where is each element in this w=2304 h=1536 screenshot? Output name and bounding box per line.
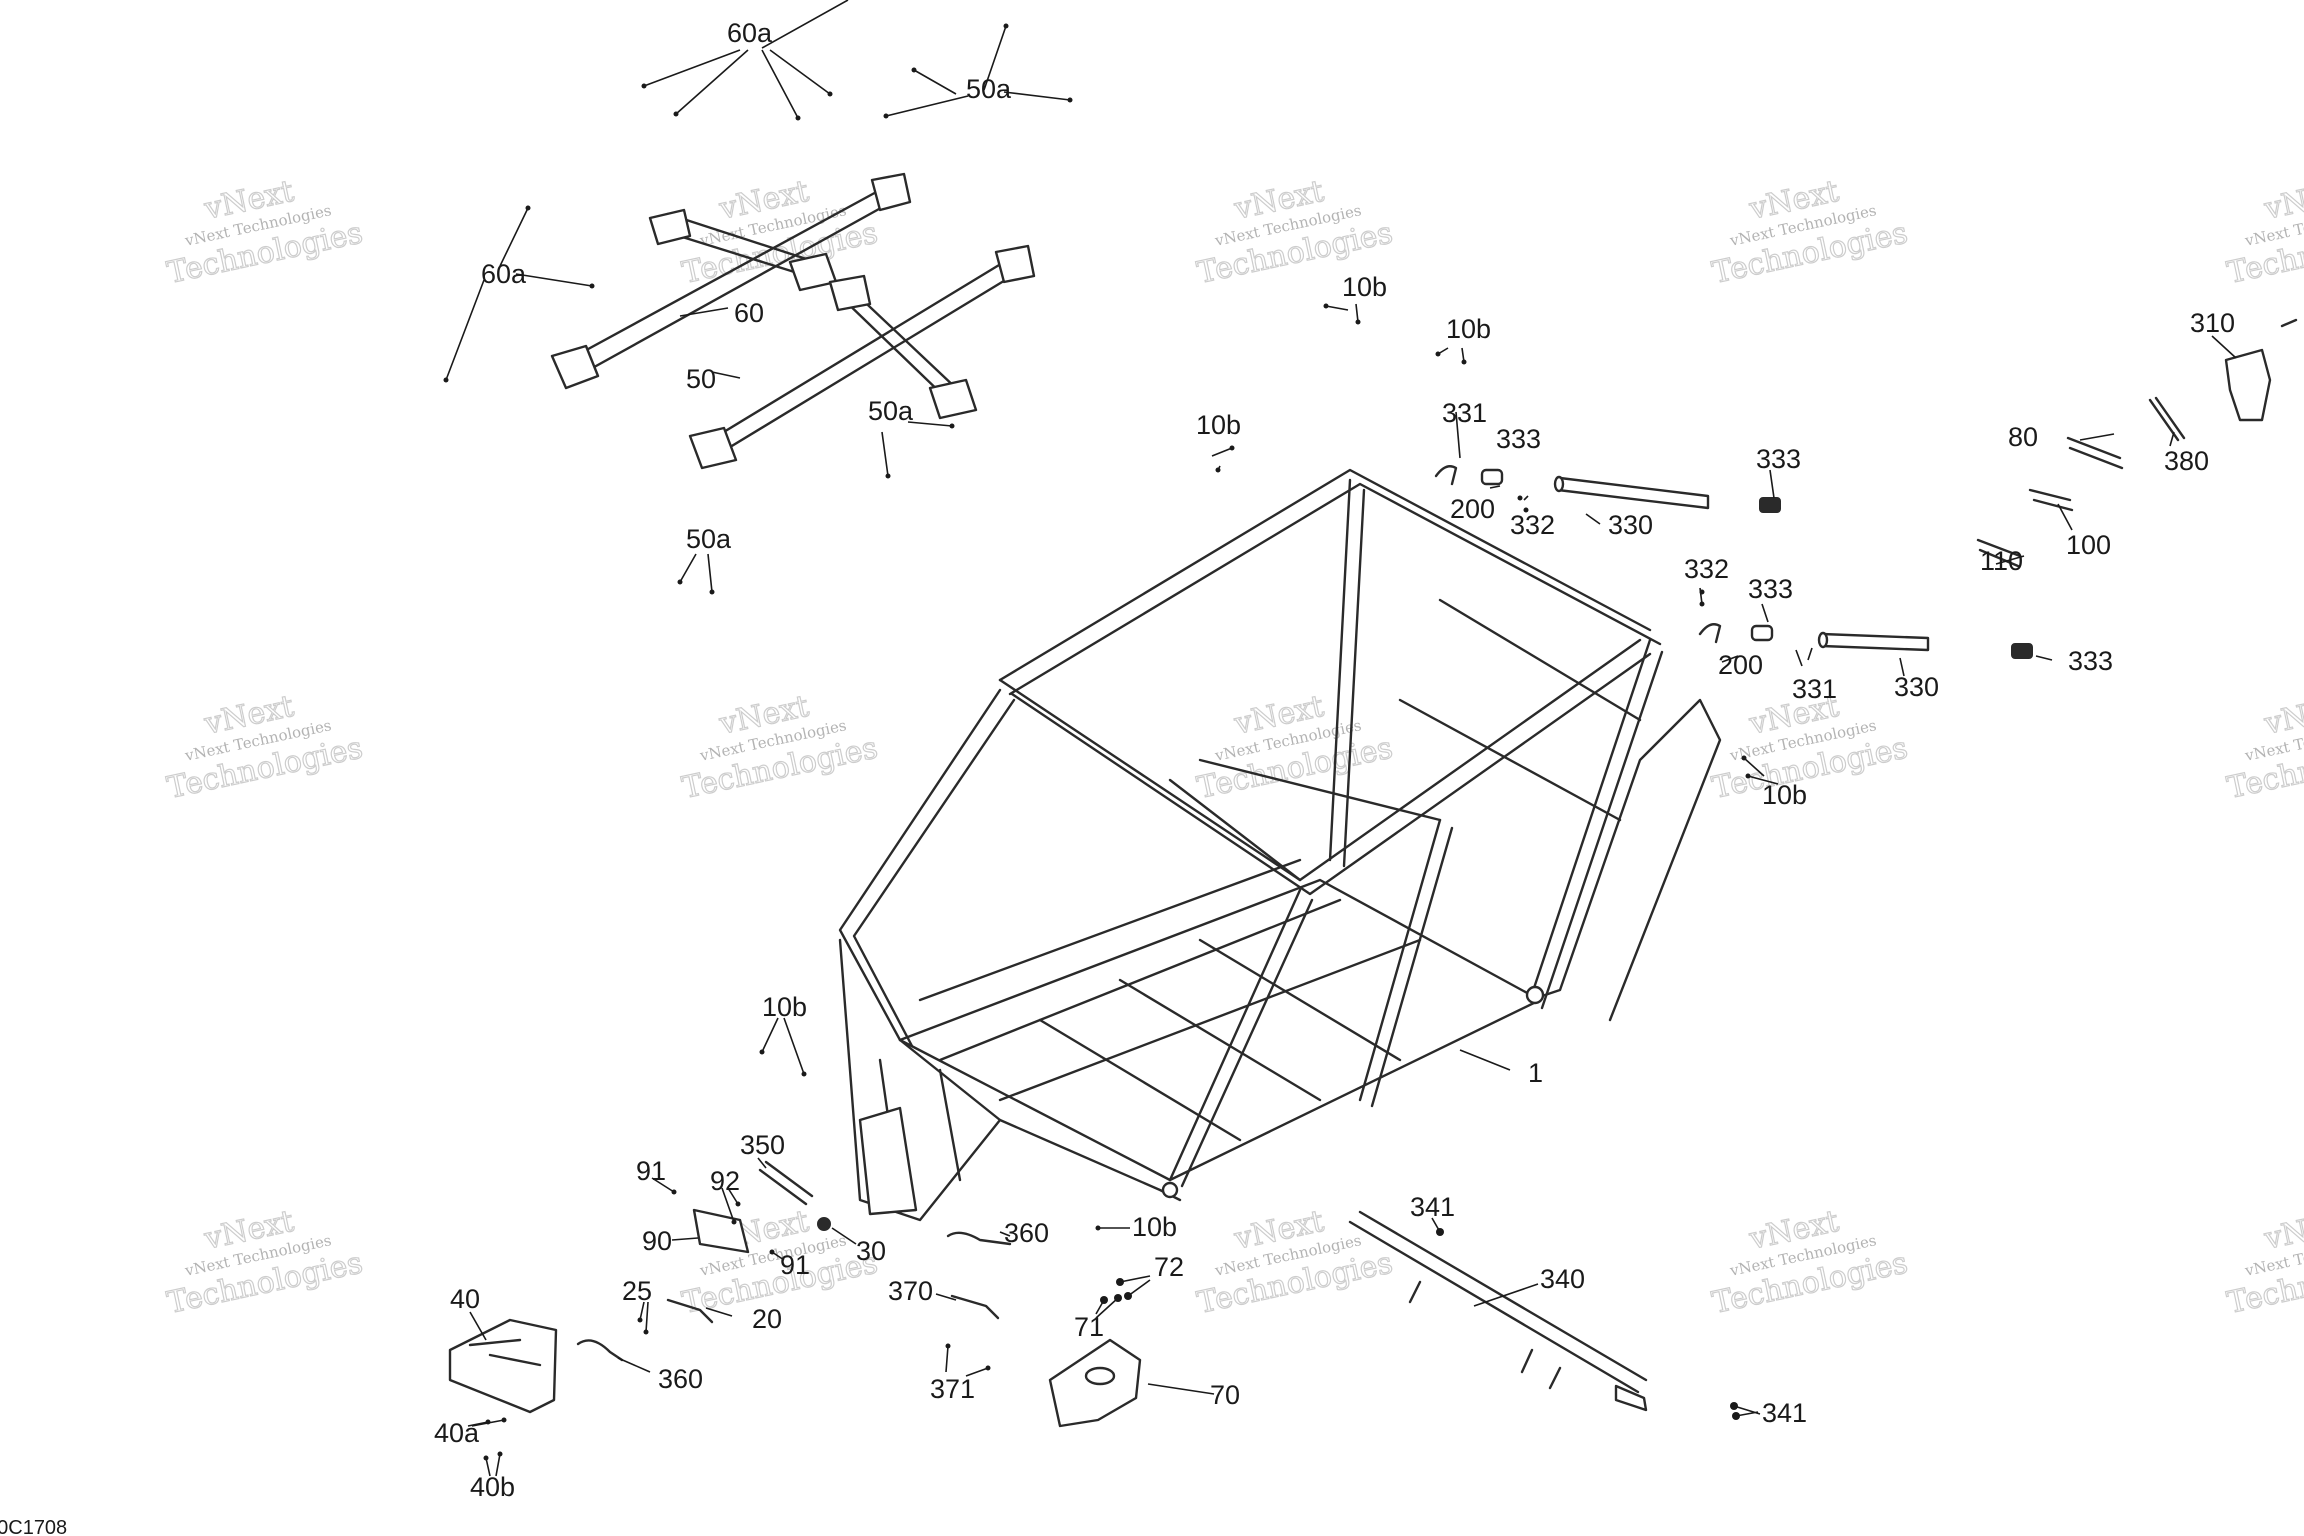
callout-371[interactable]: 371 — [930, 1374, 975, 1404]
svg-text:vNext: vNext — [2261, 689, 2304, 742]
watermark: vNext vNext Technologies Technologies — [1194, 688, 1397, 806]
callout-30[interactable]: 30 — [856, 1236, 886, 1266]
callout-10b[interactable]: 10b — [1196, 410, 1241, 440]
callout-332[interactable]: 332 — [1510, 510, 1555, 540]
callout-60a[interactable]: 60a — [727, 18, 773, 48]
svg-text:vNext: vNext — [2261, 1204, 2304, 1257]
leader-dots — [443, 23, 1751, 1461]
callout-380[interactable]: 380 — [2164, 446, 2209, 476]
part-330-tube-upper[interactable] — [1553, 475, 1710, 510]
part-370-strap[interactable] — [950, 1294, 1000, 1320]
callout-333[interactable]: 333 — [1756, 444, 1801, 474]
callout-340[interactable]: 340 — [1540, 1264, 1585, 1294]
part-200-bracket[interactable] — [1434, 465, 1722, 644]
part-350-link[interactable] — [758, 1160, 814, 1206]
callout-labels: 60a 50a 60a 60 50 50a 50a 10b 10b 10b 33… — [434, 18, 2235, 1502]
watermark: vNext vNext Technologies Technologies — [2224, 173, 2304, 291]
part-40-bracket[interactable] — [448, 1318, 558, 1414]
watermark-layer: vNext vNext Technologies Technologies vN… — [164, 173, 2304, 1321]
callout-1[interactable]: 1 — [1528, 1058, 1543, 1088]
callout-40b[interactable]: 40b — [470, 1472, 515, 1502]
callout-40a[interactable]: 40a — [434, 1418, 480, 1448]
part-380-link[interactable] — [2148, 396, 2186, 442]
watermark: vNext vNext Technologies Technologies — [164, 1203, 367, 1321]
watermark: vNext vNext Technologies Technologies — [2224, 688, 2304, 806]
part-360-strap-low[interactable] — [576, 1339, 624, 1362]
callout-330[interactable]: 330 — [1894, 672, 1939, 702]
callout-80[interactable]: 80 — [2008, 422, 2038, 452]
callout-360[interactable]: 360 — [1004, 1218, 1049, 1248]
part-340-rear-bar[interactable] — [1348, 1210, 1648, 1412]
callout-341[interactable]: 341 — [1410, 1192, 1455, 1222]
callout-360[interactable]: 360 — [658, 1364, 703, 1394]
callout-10b[interactable]: 10b — [1762, 780, 1807, 810]
part-70-bracket[interactable] — [1048, 1338, 1142, 1428]
callout-50a[interactable]: 50a — [868, 396, 914, 426]
svg-text:vNext: vNext — [2261, 174, 2304, 227]
callout-60[interactable]: 60 — [734, 298, 764, 328]
callout-330[interactable]: 330 — [1608, 510, 1653, 540]
watermark: vNext vNext Technologies Technologies — [1709, 173, 1912, 291]
callout-10b[interactable]: 10b — [1342, 272, 1387, 302]
watermark: vNext vNext Technologies Technologies — [679, 688, 882, 806]
watermark: vNext vNext Technologies Technologies — [1709, 1203, 1912, 1321]
callout-331[interactable]: 331 — [1442, 398, 1487, 428]
callout-92[interactable]: 92 — [710, 1166, 740, 1196]
callout-91[interactable]: 91 — [780, 1250, 810, 1280]
callout-200[interactable]: 200 — [1450, 494, 1495, 524]
part-333-clamp[interactable] — [1480, 468, 2033, 659]
watermark: vNext vNext Technologies Technologies — [164, 688, 367, 806]
callout-90[interactable]: 90 — [642, 1226, 672, 1256]
callout-10b[interactable]: 10b — [1446, 314, 1491, 344]
callout-10b[interactable]: 10b — [762, 992, 807, 1022]
part-30-bushing[interactable] — [817, 1217, 831, 1231]
callout-200[interactable]: 200 — [1718, 650, 1763, 680]
part-360-strap-mid[interactable] — [946, 1231, 1012, 1246]
callout-71[interactable]: 71 — [1074, 1312, 1104, 1342]
callout-333[interactable]: 333 — [1496, 424, 1541, 454]
callout-333[interactable]: 333 — [2068, 646, 2113, 676]
callout-20[interactable]: 20 — [752, 1304, 782, 1334]
callout-10b[interactable]: 10b — [1132, 1212, 1177, 1242]
callout-91[interactable]: 91 — [636, 1156, 666, 1186]
callout-50a[interactable]: 50a — [686, 524, 732, 554]
callout-50[interactable]: 50 — [686, 364, 716, 394]
callout-350[interactable]: 350 — [740, 1130, 785, 1160]
part-90-plate[interactable] — [692, 1208, 750, 1254]
callout-332[interactable]: 332 — [1684, 554, 1729, 584]
callout-341[interactable]: 341 — [1762, 1398, 1807, 1428]
watermark: vNext vNext Technologies Technologies — [164, 173, 367, 291]
part-60-roof-brace[interactable] — [550, 172, 912, 390]
callout-72[interactable]: 72 — [1154, 1252, 1184, 1282]
callout-110[interactable]: 110 — [1980, 546, 2023, 576]
callout-100[interactable]: 100 — [2066, 530, 2111, 560]
illustration-code: 30C1708 — [0, 1517, 67, 1536]
part-1-main-frame[interactable] — [838, 468, 1722, 1222]
callout-331[interactable]: 331 — [1792, 674, 1837, 704]
callout-50a[interactable]: 50a — [966, 74, 1012, 104]
callout-70[interactable]: 70 — [1210, 1380, 1240, 1410]
watermark: vNext vNext Technologies Technologies — [1194, 1203, 1397, 1321]
watermark: vNext vNext Technologies Technologies — [2224, 1203, 2304, 1321]
part-310-plate[interactable] — [2224, 318, 2298, 422]
callout-25[interactable]: 25 — [622, 1276, 652, 1306]
part-50-roof-brace[interactable] — [688, 244, 1036, 470]
part-330-tube-lower[interactable] — [1817, 631, 1930, 652]
part-80-link[interactable] — [2066, 436, 2124, 470]
callout-310[interactable]: 310 — [2190, 308, 2235, 338]
callout-370[interactable]: 370 — [888, 1276, 933, 1306]
part-110-link[interactable] — [1976, 538, 2022, 568]
callout-40[interactable]: 40 — [450, 1284, 480, 1314]
part-20-bracket[interactable] — [666, 1298, 714, 1324]
part-100-link[interactable] — [2028, 488, 2074, 512]
callout-60a[interactable]: 60a — [481, 259, 527, 289]
callout-333[interactable]: 333 — [1748, 574, 1793, 604]
